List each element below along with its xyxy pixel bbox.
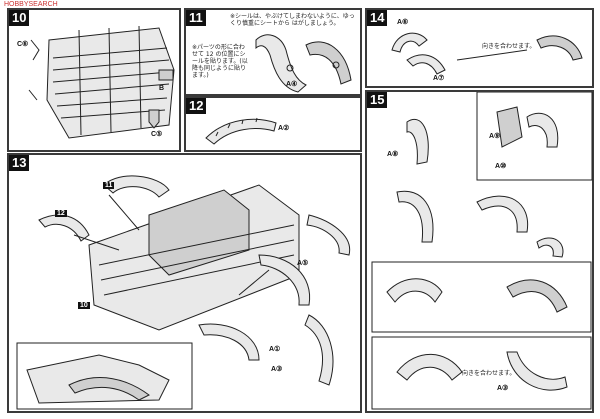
tentacle-part-illustration xyxy=(205,117,277,145)
orientation-hint-15: 向きを合わせます。 xyxy=(462,370,516,377)
orientation-hint-14: 向きを合わせます。 xyxy=(482,43,536,50)
part-c5-label: C⑤ xyxy=(151,131,163,138)
part-a6-label: A⑥ xyxy=(397,19,409,26)
ship-hull-illustration xyxy=(28,25,175,139)
step-number-10: 10 xyxy=(9,10,30,26)
step-10-panel: 10 C⑥ C⑤ B xyxy=(7,8,181,152)
part-a1-label: A① xyxy=(269,346,281,353)
part-a10-label: A⑩ xyxy=(495,163,507,170)
step-12-panel: 12 A② xyxy=(184,96,362,152)
ref-step-10: 10 xyxy=(78,302,90,309)
part-a2-label: A② xyxy=(278,125,290,132)
part-a5-label: A⑤ xyxy=(297,260,309,267)
part-a7-label: A⑦ xyxy=(433,75,445,82)
tentacle-sticker-illustration xyxy=(255,34,352,93)
ref-step-11: 11 xyxy=(103,182,115,189)
tentacle-pair-illustration xyxy=(391,32,583,75)
part-b-label: B xyxy=(159,85,165,92)
step-number-15: 15 xyxy=(367,92,388,108)
part-a9-label: A⑨ xyxy=(489,133,501,140)
ref-step-12: 12 xyxy=(55,210,67,217)
step-number-12: 12 xyxy=(186,98,207,114)
sticker-caution-note: ※シールは、やぶけてしまわないように、ゆっくり慎重にシートから はがしましょう。 xyxy=(230,13,355,27)
step-number-11: 11 xyxy=(186,10,206,26)
step-number-13: 13 xyxy=(9,155,30,171)
watermark-text: HOBBYSEARCH xyxy=(4,1,58,8)
step-15-panel: 15 A⑧ A⑨ A⑩ 向きを合わせます。 A③ xyxy=(365,90,594,413)
part-c6-label: C⑥ xyxy=(17,41,29,48)
part-a3-bottom-label: A③ xyxy=(497,385,509,392)
step-number-14: 14 xyxy=(367,10,388,26)
step-13-panel: 13 11 12 10 A⑤ A① A③ xyxy=(7,153,362,413)
step-11-panel: 11 ※シールは、やぶけてしまわないように、ゆっくり慎重にシートから はがしまし… xyxy=(184,8,362,96)
kraken-assembly-illustration xyxy=(371,92,593,410)
part-a3-label: A③ xyxy=(271,366,283,373)
ship-assembly-illustration xyxy=(16,175,351,410)
sticker-position-note: ※パーツの形に合わせて 12 の位置にシールを貼ります。(以降も同じように貼りま… xyxy=(192,44,248,79)
step-14-panel: 14 A⑥ A⑦ 向きを合わせます。 xyxy=(365,8,594,88)
part-a4-label: A④ xyxy=(286,81,298,88)
part-a8-label: A⑧ xyxy=(387,151,399,158)
